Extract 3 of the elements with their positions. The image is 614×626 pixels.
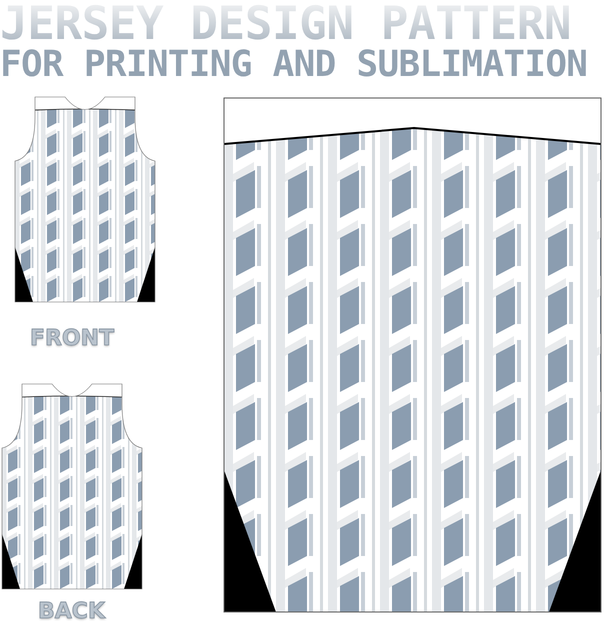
view-label: BACK xyxy=(38,599,105,625)
subtitle: FOR PRINTING AND SUBLIMATION xyxy=(0,46,588,84)
view-label: FRONT xyxy=(30,326,114,352)
